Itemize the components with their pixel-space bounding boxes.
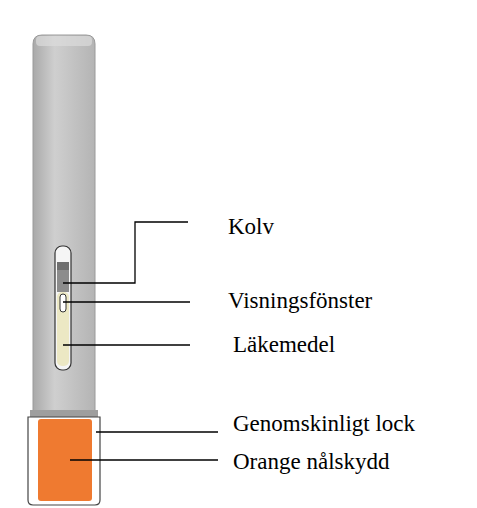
part-label: Visningsfönster	[228, 288, 372, 314]
part-label: Orange nålskydd	[233, 449, 390, 475]
part-label: Genomskinligt lock	[233, 411, 415, 437]
part-label: Läkemedel	[233, 332, 335, 358]
leader-lines	[63, 222, 218, 460]
part-label: Kolv	[228, 214, 274, 240]
